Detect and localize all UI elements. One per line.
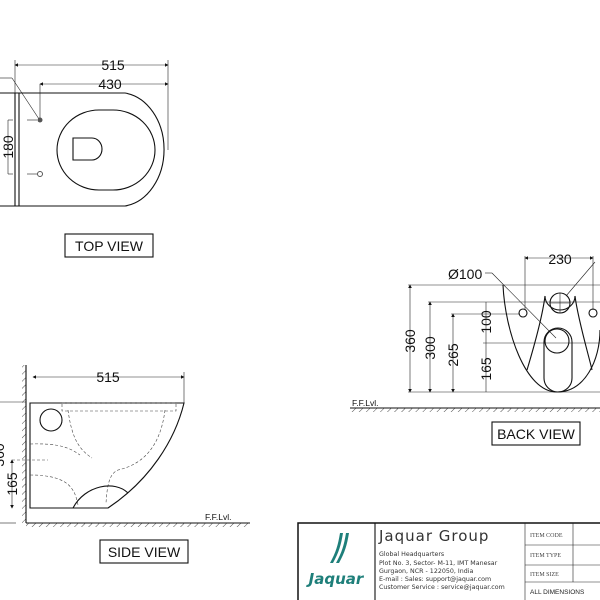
dim-300-back: 300 xyxy=(422,336,438,360)
dim-360-side: 360 xyxy=(0,443,7,467)
customer-service-line: Customer Service : service@jaquar.com xyxy=(379,583,505,591)
dim-diameter-back: Ø100 xyxy=(448,266,482,282)
address-line: Global Headquarters xyxy=(379,551,444,558)
item-code-label: ITEM CODE xyxy=(530,533,563,539)
address-line: Plot No. 3, Sector- M-11, IMT Manesar xyxy=(379,560,498,567)
company-name: Jaquar Group xyxy=(378,527,489,545)
back-view: Ø100 230 360 300 265 100 165 F.F.Lvl. xyxy=(350,251,600,446)
dim-515-side: 515 xyxy=(96,369,120,385)
dim-515-top: 515 xyxy=(101,57,125,73)
dim-100-back: 100 xyxy=(478,310,494,334)
mounting-hole xyxy=(37,171,43,177)
dim-230-back: 230 xyxy=(548,251,572,267)
dim-165-back: 165 xyxy=(478,357,494,381)
title-block: Jaquar Jaquar Group Global Headquarters … xyxy=(297,522,600,600)
top-view-label: TOP VIEW xyxy=(75,238,144,254)
all-dimensions-label: ALL DIMENSIONS xyxy=(530,589,585,596)
address-line: Gurgaon, NCR - 122050, India xyxy=(379,568,473,575)
logo-text: Jaquar xyxy=(306,570,365,588)
top-view: 515 430 180 TOP VIEW xyxy=(0,57,169,258)
dim-165-side: 165 xyxy=(4,472,20,496)
dim-265-back: 265 xyxy=(445,343,461,367)
floor-level-side: F.F.Lvl. xyxy=(205,512,231,522)
back-view-label: BACK VIEW xyxy=(497,426,576,442)
side-view-label: SIDE VIEW xyxy=(108,544,181,560)
dim-360-back: 360 xyxy=(402,329,418,353)
mounting-hole xyxy=(37,117,43,123)
item-size-label: ITEM SIZE xyxy=(530,572,559,578)
item-type-label: ITEM TYPE xyxy=(530,553,561,559)
side-view: 515 165 360 F.F.Lvl. SIDE VIEW xyxy=(0,365,250,564)
floor-level-back: F.F.Lvl. xyxy=(352,398,378,408)
dim-430-top: 430 xyxy=(98,76,122,92)
dim-180-top: 180 xyxy=(0,135,16,159)
jaquar-logo: Jaquar xyxy=(306,533,365,588)
email-line: E-mail : Sales: support@jaquar.com xyxy=(379,575,491,583)
